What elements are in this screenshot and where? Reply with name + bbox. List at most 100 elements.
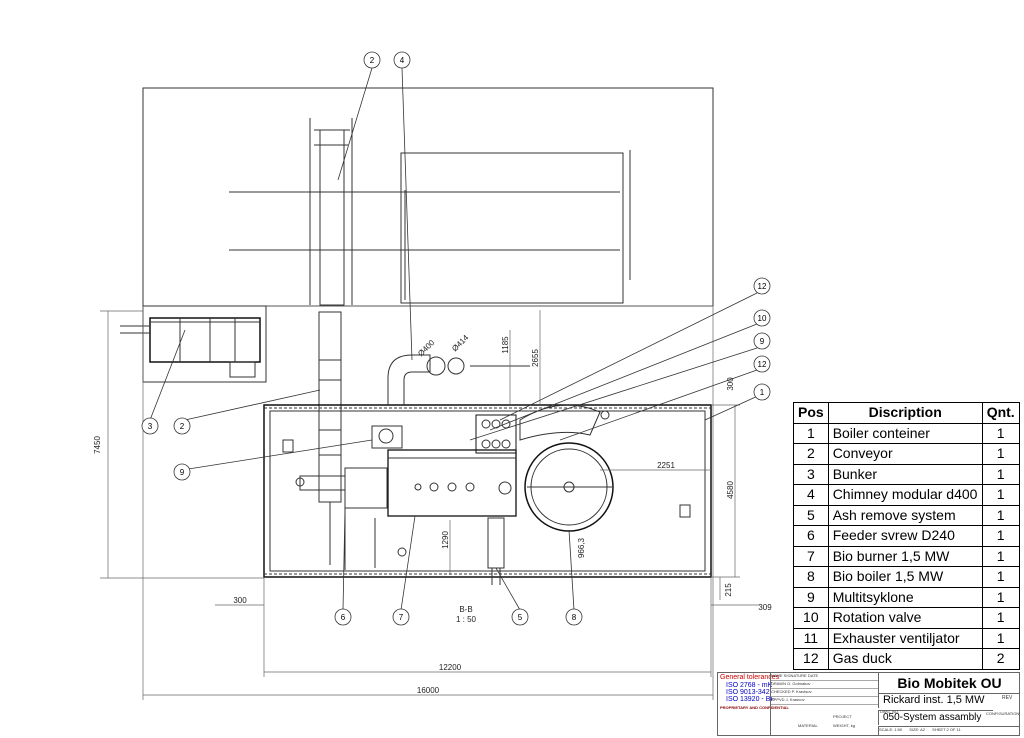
- ash-remove: [487, 517, 505, 569]
- balloon-9-right: [753, 332, 771, 350]
- bom-pos: 12: [793, 648, 829, 670]
- bom-header-pos: Pos: [793, 402, 829, 424]
- balloon-text: 5: [518, 613, 523, 622]
- bunker: [149, 317, 261, 363]
- bom-desc: Bunker: [827, 463, 983, 485]
- balloon-text: 10: [758, 314, 767, 323]
- material-label: MATERIAL: [798, 723, 818, 728]
- company-name: Bio Mobitek OU: [878, 673, 1020, 694]
- bom-pos: 1: [793, 422, 829, 444]
- bom-qnt: 1: [981, 586, 1020, 608]
- conveyor-top: [319, 129, 345, 306]
- weight-label: WEIGHT, kg: [833, 723, 856, 728]
- dim-300-left: 300: [233, 596, 247, 605]
- checked-row: CHECKED P. Kravtsov: [771, 689, 879, 697]
- rev-label: REV: [1002, 695, 1013, 701]
- balloon-text: 9: [760, 337, 765, 346]
- dim-309: 309: [758, 603, 772, 612]
- approved-row: APPVD J. Krasnov: [771, 697, 879, 705]
- dim-2251: 2251: [657, 461, 675, 470]
- tolerances-heading: General tolerances: [720, 674, 780, 681]
- bom-qnt: 1: [981, 484, 1020, 506]
- balloon-text: 2: [180, 422, 185, 431]
- bom-qnt: 1: [981, 627, 1020, 649]
- bom-pos: 6: [793, 525, 829, 547]
- bom-desc: Conveyor: [827, 443, 983, 465]
- balloon-text: 6: [341, 613, 346, 622]
- bom-qnt: 1: [981, 545, 1020, 567]
- bom-qnt: 1: [981, 443, 1020, 465]
- upper-building: [142, 87, 714, 307]
- drawing-title: Rickard inst. 1,5 MW: [878, 693, 1001, 708]
- bom-desc: Bio burner 1,5 MW: [827, 545, 983, 567]
- bom-pos: 2: [793, 443, 829, 465]
- balloon-text: 2: [370, 56, 375, 65]
- section-label: B-B: [459, 605, 472, 614]
- balloon-5: [511, 608, 529, 626]
- project-label: PROJECT: [833, 714, 852, 719]
- balloon-text: 9: [180, 468, 185, 477]
- title-block: General tolerances ISO 2768 - mK ISO 901…: [717, 672, 1020, 736]
- tolerance-iso-9013: ISO 9013-342: [726, 689, 770, 696]
- dim-1185: 1185: [501, 336, 510, 354]
- balloon-8: [565, 608, 583, 626]
- balloon-text: 12: [758, 282, 767, 291]
- balloon-text: 4: [400, 56, 405, 65]
- bom-desc: Bio boiler 1,5 MW: [827, 566, 983, 588]
- bom-pos: 10: [793, 607, 829, 629]
- dim-2655: 2655: [531, 349, 540, 367]
- scale-value: SCALE: 1:50: [879, 727, 903, 732]
- section-scale: 1 : 50: [456, 615, 477, 624]
- proprietary-label: PROPRIETARY AND CONFIDENTIAL: [720, 705, 789, 710]
- tolerance-iso-2768: ISO 2768 - mK: [726, 682, 773, 689]
- dim-chimney-b: Ø414: [450, 333, 471, 354]
- balloon-9-left: [173, 463, 191, 481]
- bom-pos: 11: [793, 627, 829, 649]
- dim-215: 215: [724, 583, 733, 597]
- multicyclone: [475, 414, 517, 454]
- sheet-value: SHEET 2 OF 11: [932, 727, 961, 732]
- bom-desc: Ash remove system: [827, 504, 983, 526]
- bom-qnt: 1: [981, 504, 1020, 526]
- conveyor-lower: [318, 311, 342, 503]
- chimney: [387, 354, 431, 405]
- dim-9663: 966,3: [577, 537, 586, 558]
- size-value: SIZE: A2: [909, 727, 926, 732]
- bom-desc: Chimney modular d400: [827, 484, 983, 506]
- balloon-text: 8: [572, 613, 577, 622]
- balloon-4: [393, 51, 411, 69]
- bom-pos: 8: [793, 566, 829, 588]
- grid-header: NAME SIGNATURE DATE: [771, 673, 879, 681]
- balloon-10: [753, 309, 771, 327]
- bom-qnt: 1: [981, 463, 1020, 485]
- drawing-name: 050-System assambly: [878, 710, 993, 725]
- balloon-text: 7: [399, 613, 404, 622]
- balloon-text: 12: [758, 360, 767, 369]
- balloon-2-lower: [173, 417, 191, 435]
- balloon-3: [141, 417, 159, 435]
- balloon-6: [334, 608, 352, 626]
- scale-row: SCALE: 1:50 SIZE: A2 SHEET 2 OF 11: [878, 726, 1019, 736]
- balloon-2-top: [363, 51, 381, 69]
- boiler-container: [263, 404, 712, 578]
- bom-qnt: 1: [981, 607, 1020, 629]
- dim-overall-width: 16000: [417, 686, 440, 695]
- bio-boiler-body: [387, 449, 517, 517]
- bom-desc: Boiler conteiner: [827, 422, 983, 444]
- tolerance-iso-13920: ISO 13920 - BF: [726, 696, 775, 703]
- dim-overall-height: 7450: [93, 436, 102, 454]
- balloon-text: 1: [760, 388, 765, 397]
- balloon-12-a: [753, 277, 771, 295]
- bom-header-row: Pos Discription Qnt.: [793, 402, 1020, 424]
- balloon-12-b: [753, 355, 771, 373]
